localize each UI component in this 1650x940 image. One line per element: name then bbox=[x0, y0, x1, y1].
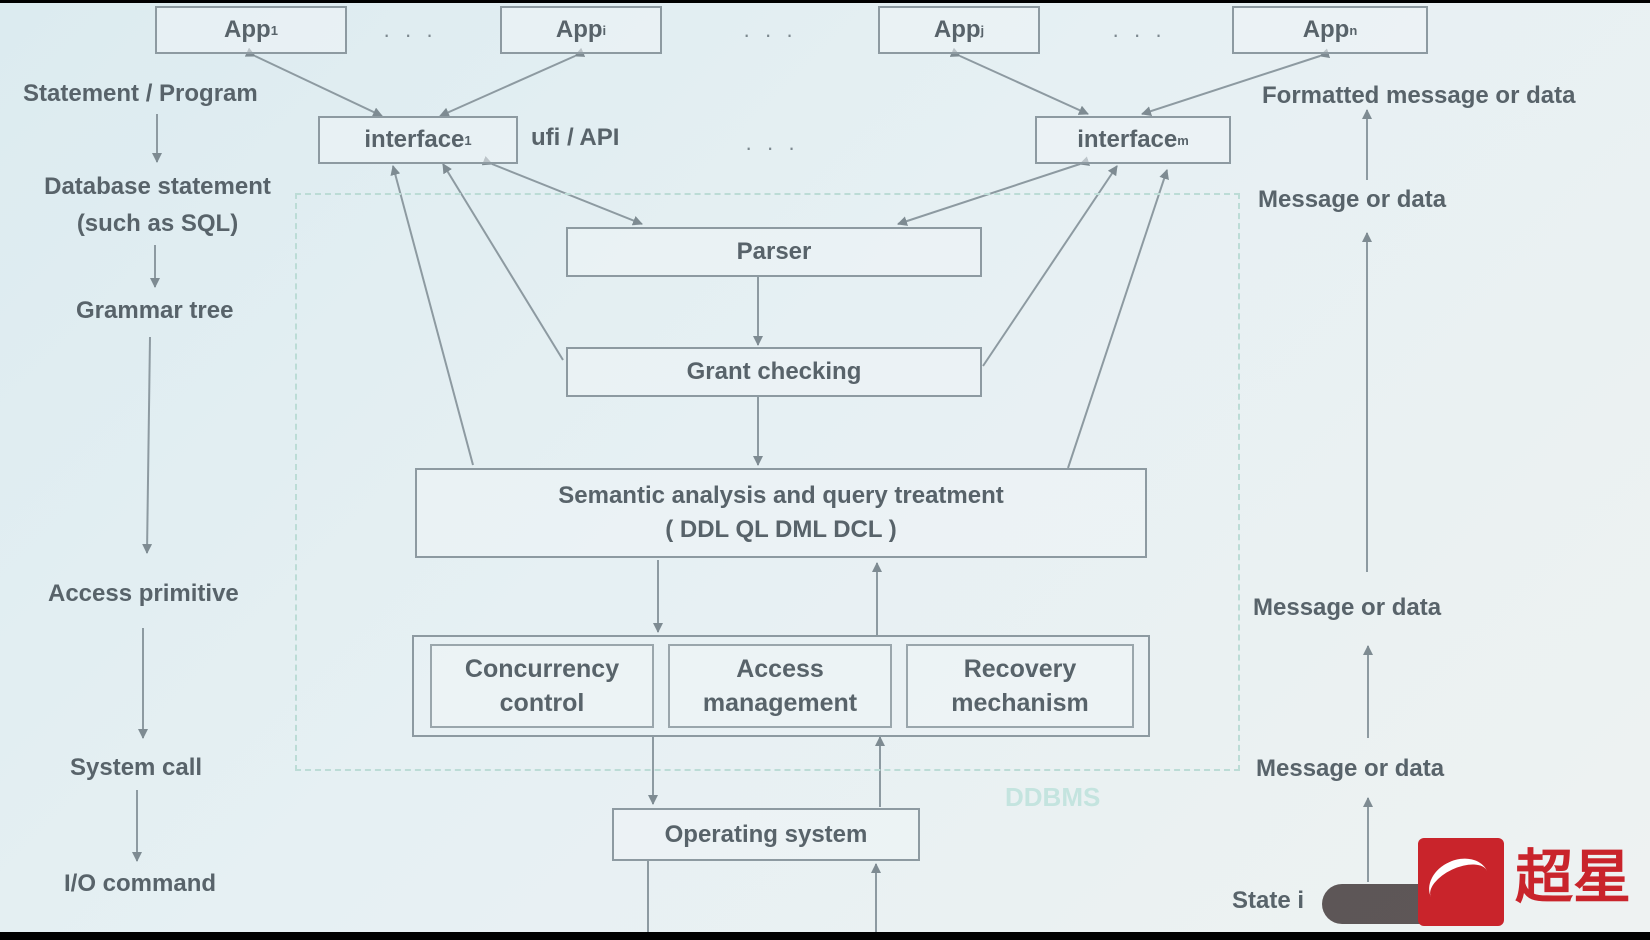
left-flow-label: System call bbox=[70, 754, 203, 781]
interface-subscript: m bbox=[1177, 132, 1189, 148]
recovery-mechanism-box: Recovery mechanism bbox=[906, 644, 1134, 728]
app-label: App bbox=[224, 16, 271, 43]
interface-subscript: 1 bbox=[464, 132, 472, 148]
left-flow-line: Database statement bbox=[44, 173, 271, 200]
statement-types-label: ( DDL QL DML DCL ) bbox=[665, 516, 897, 543]
top-frame-bar bbox=[0, 0, 1650, 3]
app-subscript: j bbox=[980, 22, 985, 38]
app-subscript: 1 bbox=[270, 22, 278, 38]
left-flow-label: I/O command bbox=[64, 870, 217, 897]
app-label: App bbox=[1302, 16, 1350, 43]
module-label: Concurrency bbox=[464, 655, 620, 683]
app-subscript: i bbox=[602, 22, 607, 38]
left-flow-label: Access primitive bbox=[48, 580, 239, 607]
module-label: management bbox=[702, 689, 858, 717]
bottom-frame-bar bbox=[0, 932, 1650, 940]
semantic-analysis-box: Semantic analysis and query treatment ( … bbox=[415, 468, 1147, 558]
ellipsis: · · · bbox=[383, 22, 438, 47]
logo-text: 超星 bbox=[1515, 843, 1632, 911]
operating-system-label: Operating system bbox=[664, 820, 868, 848]
interface-label: interface bbox=[364, 126, 465, 153]
interface-label: interface bbox=[1077, 126, 1178, 153]
dbms-boundary bbox=[295, 193, 1240, 771]
left-flow-line: (such as SQL) bbox=[76, 210, 239, 237]
ellipsis: · · · bbox=[743, 22, 798, 47]
dbms-label: DDBMS bbox=[1005, 782, 1101, 812]
right-flow-label: State i bbox=[1232, 887, 1305, 914]
app-label: App bbox=[933, 16, 981, 43]
module-label: control bbox=[499, 689, 585, 717]
right-flow-label: Message or data bbox=[1256, 755, 1445, 782]
right-flow-label: Message or data bbox=[1258, 186, 1447, 213]
parser-label: Parser bbox=[736, 238, 812, 265]
grant-checking-label: Grant checking bbox=[686, 358, 862, 385]
operating-system-box: Operating system bbox=[612, 808, 920, 861]
module-label: Access bbox=[736, 655, 824, 683]
left-flow-label: Grammar tree bbox=[76, 297, 234, 324]
chaoxing-logo-icon bbox=[1418, 838, 1504, 926]
ellipsis: · · · bbox=[745, 135, 800, 160]
grant-checking-box: Grant checking bbox=[566, 347, 982, 397]
module-label: mechanism bbox=[951, 689, 1089, 717]
semantic-analysis-label: Semantic analysis and query treatment bbox=[558, 482, 1004, 509]
ufi-api-label: ufi / API bbox=[531, 124, 620, 151]
parser-box: Parser bbox=[566, 227, 982, 277]
access-management-box: Access management bbox=[668, 644, 892, 728]
right-flow-label: Message or data bbox=[1253, 594, 1442, 621]
module-label: Recovery bbox=[963, 655, 1077, 683]
right-flow-label: Formatted message or data bbox=[1262, 82, 1576, 109]
app-subscript: n bbox=[1349, 22, 1358, 38]
left-flow-label: Statement / Program bbox=[23, 80, 258, 107]
concurrency-control-box: Concurrency control bbox=[430, 644, 654, 728]
ellipsis: · · · bbox=[1112, 22, 1167, 47]
app-label: App bbox=[555, 16, 603, 43]
left-flow-label: Database statement (such as SQL) bbox=[20, 168, 295, 242]
